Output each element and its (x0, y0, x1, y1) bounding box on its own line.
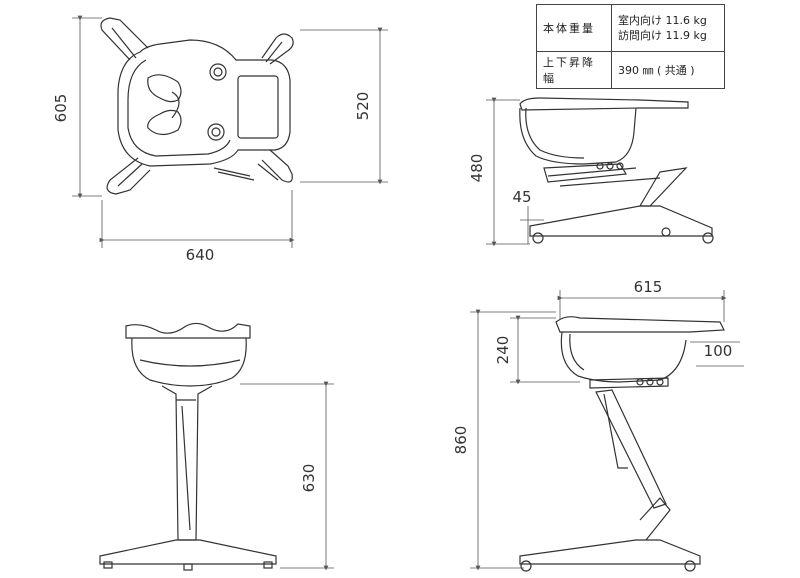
top-view-drain-bottom (207, 123, 225, 141)
front-dimensions (240, 381, 334, 571)
spec-lift-value: 390 ㎜ ( 共通 ) (611, 51, 725, 89)
spec-lift-label: 上下昇降幅 (536, 51, 612, 89)
top-view-tub-outline (117, 39, 291, 167)
dim-front-height: 630 (300, 464, 318, 493)
dim-side2-height: 860 (452, 426, 470, 455)
spec-table: 本体重量 室内向け 11.6 kg 訪問向け 11.9 kg 上下昇降幅 390… (536, 4, 725, 89)
spec-weight-visit: 訪問向け 11.9 kg (618, 29, 707, 42)
top-view-dimensions (72, 15, 388, 248)
dim-side-height: 480 (468, 154, 486, 183)
side-high-bowl (560, 331, 687, 383)
spec-weight-value: 室内向け 11.6 kg 訪問向け 11.9 kg (611, 4, 725, 52)
front-view (99, 322, 277, 571)
side-low-bowl (519, 107, 637, 165)
side-low-dimensions (486, 97, 544, 247)
dim-top-width: 640 (186, 246, 215, 264)
dim-side2-bowl: 240 (494, 336, 512, 365)
side-view-high (519, 316, 725, 572)
side-low-base (529, 205, 713, 237)
spec-weight-label: 本体重量 (536, 4, 612, 52)
side-view-low (519, 97, 714, 244)
front-bowl (131, 337, 247, 387)
top-view (100, 17, 294, 195)
side-high-dimensions (470, 290, 744, 571)
front-base (99, 539, 277, 565)
top-view-legs (100, 17, 294, 195)
side-high-base (519, 539, 701, 565)
dim-side-base: 45 (512, 188, 531, 206)
side-low-mechanism (543, 163, 628, 183)
dim-side2-width: 615 (634, 278, 663, 296)
top-view-neck-rest (147, 74, 182, 103)
dim-top-depth: 605 (52, 94, 70, 123)
spec-weight-indoor: 室内向け 11.6 kg (618, 14, 707, 27)
dim-side2-offset: 100 (704, 342, 733, 360)
front-post (161, 385, 213, 541)
dim-top-inner: 520 (354, 92, 372, 121)
top-view-drain-top (209, 63, 227, 81)
side-high-arm (595, 389, 667, 509)
top-view-tray (237, 75, 279, 139)
